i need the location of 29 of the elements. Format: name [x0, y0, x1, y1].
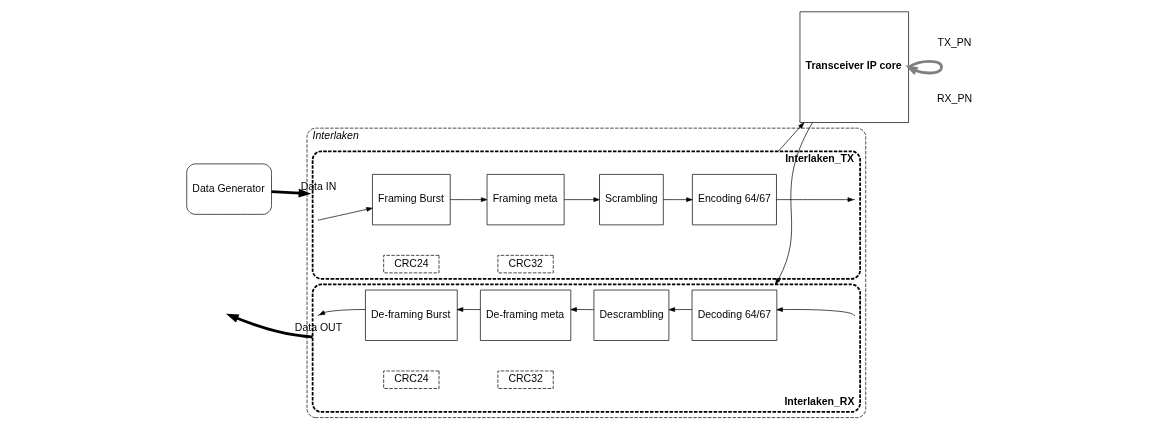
node-box: Data Generator	[186, 163, 272, 215]
arrow	[778, 121, 805, 152]
arrow	[318, 308, 366, 315]
node-box: De-framing Burst	[365, 289, 458, 341]
arrow	[776, 306, 854, 315]
node-box: CRC32	[497, 370, 554, 389]
node-box: CRC24	[383, 370, 440, 389]
node-box: Framing meta	[486, 173, 565, 225]
arrow	[449, 196, 488, 202]
arrow	[775, 121, 813, 285]
arrow	[668, 306, 693, 312]
arrow	[663, 196, 693, 202]
node-box: Transceiver IP core	[799, 10, 909, 123]
arrow	[318, 206, 373, 220]
label: RX_PN	[936, 91, 972, 104]
node-box: Framing Burst	[372, 173, 451, 225]
node-box: Decoding 64/67	[691, 289, 778, 341]
node-box: Scrambling	[599, 173, 664, 225]
node-box: Descrambling	[593, 289, 670, 341]
node-box: De-framing meta	[480, 289, 572, 341]
node-box: CRC32	[497, 254, 554, 273]
arrow	[271, 188, 312, 198]
node-box: CRC24	[383, 254, 440, 273]
arrow	[456, 306, 481, 312]
arrow	[905, 59, 943, 75]
arrow	[563, 196, 600, 202]
node-box: Encoding 64/67	[692, 173, 777, 225]
label: TX_PN	[937, 35, 972, 48]
arrow	[570, 306, 595, 312]
